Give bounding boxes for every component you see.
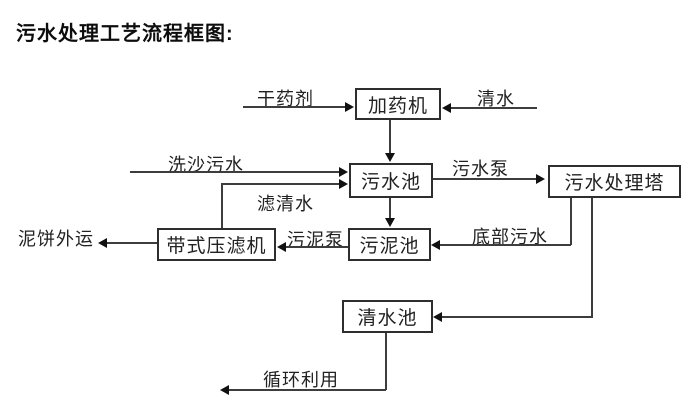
flow-line [243,106,345,108]
arrowhead-right-icon [339,167,348,177]
flow-line [385,333,387,390]
flow-line [107,242,157,244]
node-clear-water-pool: 清水池 [342,300,433,333]
page-title: 污水处理工艺流程框图: [16,23,234,45]
flow-line [440,244,571,246]
label-clear-water: 清水 [477,89,515,109]
node-belt-filter-press: 带式压滤机 [157,228,276,261]
label-sludge-pump: 污泥泵 [287,230,344,250]
arrowhead-right-icon [339,179,348,189]
flow-line [433,178,537,180]
flow-line [286,246,348,248]
arrowhead-left-icon [98,238,107,248]
label-mud-cake-out: 泥饼外运 [18,229,94,249]
flow-line [389,198,391,219]
arrowhead-left-icon [433,312,442,322]
arrowhead-right-icon [345,102,354,112]
node-dosing-machine: 加药机 [355,88,441,120]
flow-line [591,198,593,318]
label-dry-agent: 干药剂 [257,89,314,109]
label-sewage-pump: 污水泵 [452,159,509,179]
node-sludge-pool: 污泥池 [348,228,431,261]
node-sewage-treatment-tower: 污水处理塔 [548,165,681,198]
flow-line [130,171,340,173]
arrowhead-right-icon [536,174,545,184]
node-sewage-pool: 污水池 [349,163,433,198]
label-filtered-water: 滤清水 [257,194,314,214]
label-recycle-use: 循环利用 [263,370,339,390]
arrowhead-down-icon [385,153,395,162]
arrowhead-left-icon [431,240,440,250]
arrowhead-down-icon [385,218,395,227]
flow-line [389,120,391,154]
flow-line [570,198,572,245]
arrowhead-left-icon [442,103,451,113]
arrowhead-left-icon [220,385,229,395]
flow-line [442,316,592,318]
flow-line [229,389,386,391]
label-sand-washing-sewage: 洗沙污水 [168,155,244,175]
label-bottom-sewage: 底部污水 [472,227,548,247]
flow-line [221,184,223,228]
flow-line [221,183,340,185]
arrowhead-left-icon [277,242,286,252]
flow-line [451,107,537,109]
